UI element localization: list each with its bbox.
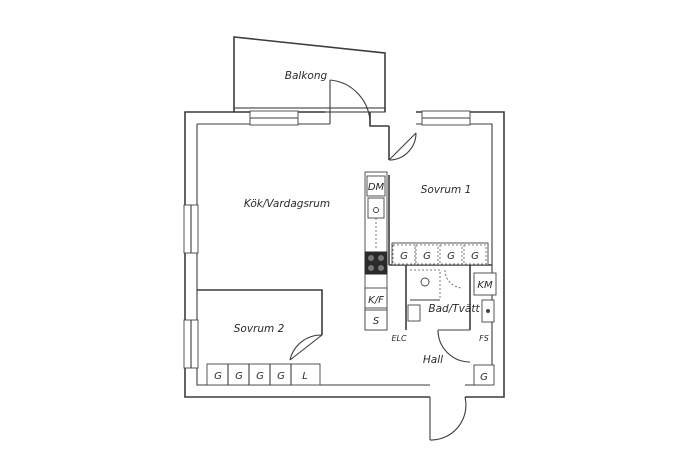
kitchen-living-label: Kök/Vardagsrum bbox=[244, 198, 330, 210]
hall-label: Hall bbox=[423, 354, 443, 366]
washing-machine-label: KM bbox=[477, 280, 493, 291]
bathroom-fixtures bbox=[407, 269, 497, 323]
hall-wardrobe-label: G bbox=[480, 372, 488, 383]
closet-s-label: S bbox=[373, 316, 380, 327]
bedroom2-wardrobe-label: G bbox=[277, 371, 285, 382]
bath-laundry-label: Bad/Tvätt bbox=[428, 303, 480, 315]
balcony-door bbox=[329, 79, 371, 125]
electrical-label: ELC bbox=[391, 334, 407, 343]
bathroom-door bbox=[437, 329, 471, 363]
bedroom1-wardrobe-label: G bbox=[423, 251, 431, 262]
bedroom2-wardrobe-label: G bbox=[214, 371, 222, 382]
windows bbox=[183, 110, 471, 369]
entrance-door bbox=[429, 396, 467, 441]
dishwasher-label: DM bbox=[368, 182, 385, 193]
bedroom1-wardrobe-label: G bbox=[447, 251, 455, 262]
bedroom1-wardrobe-label: G bbox=[471, 251, 479, 262]
bedroom1-door bbox=[388, 132, 417, 161]
bedroom2-door bbox=[289, 334, 323, 361]
fuse-box-label: FS bbox=[479, 334, 489, 343]
bedroom1-wardrobe-label: G bbox=[400, 251, 408, 262]
fridge-freezer-label: K/F bbox=[368, 295, 384, 306]
balcony-label: Balkong bbox=[285, 70, 328, 82]
bedroom2-linen-label: L bbox=[302, 371, 308, 382]
bedroom2-label: Sovrum 2 bbox=[234, 323, 285, 335]
bedroom2-wardrobes bbox=[206, 363, 321, 386]
bedroom1-wardrobes bbox=[391, 242, 489, 266]
kitchen-counter bbox=[364, 171, 388, 331]
bedroom1-label: Sovrum 1 bbox=[421, 184, 472, 196]
hall-wardrobe-box bbox=[473, 364, 495, 386]
bedroom2-wardrobe-label: G bbox=[235, 371, 243, 382]
bedroom2-wardrobe-label: G bbox=[256, 371, 264, 382]
